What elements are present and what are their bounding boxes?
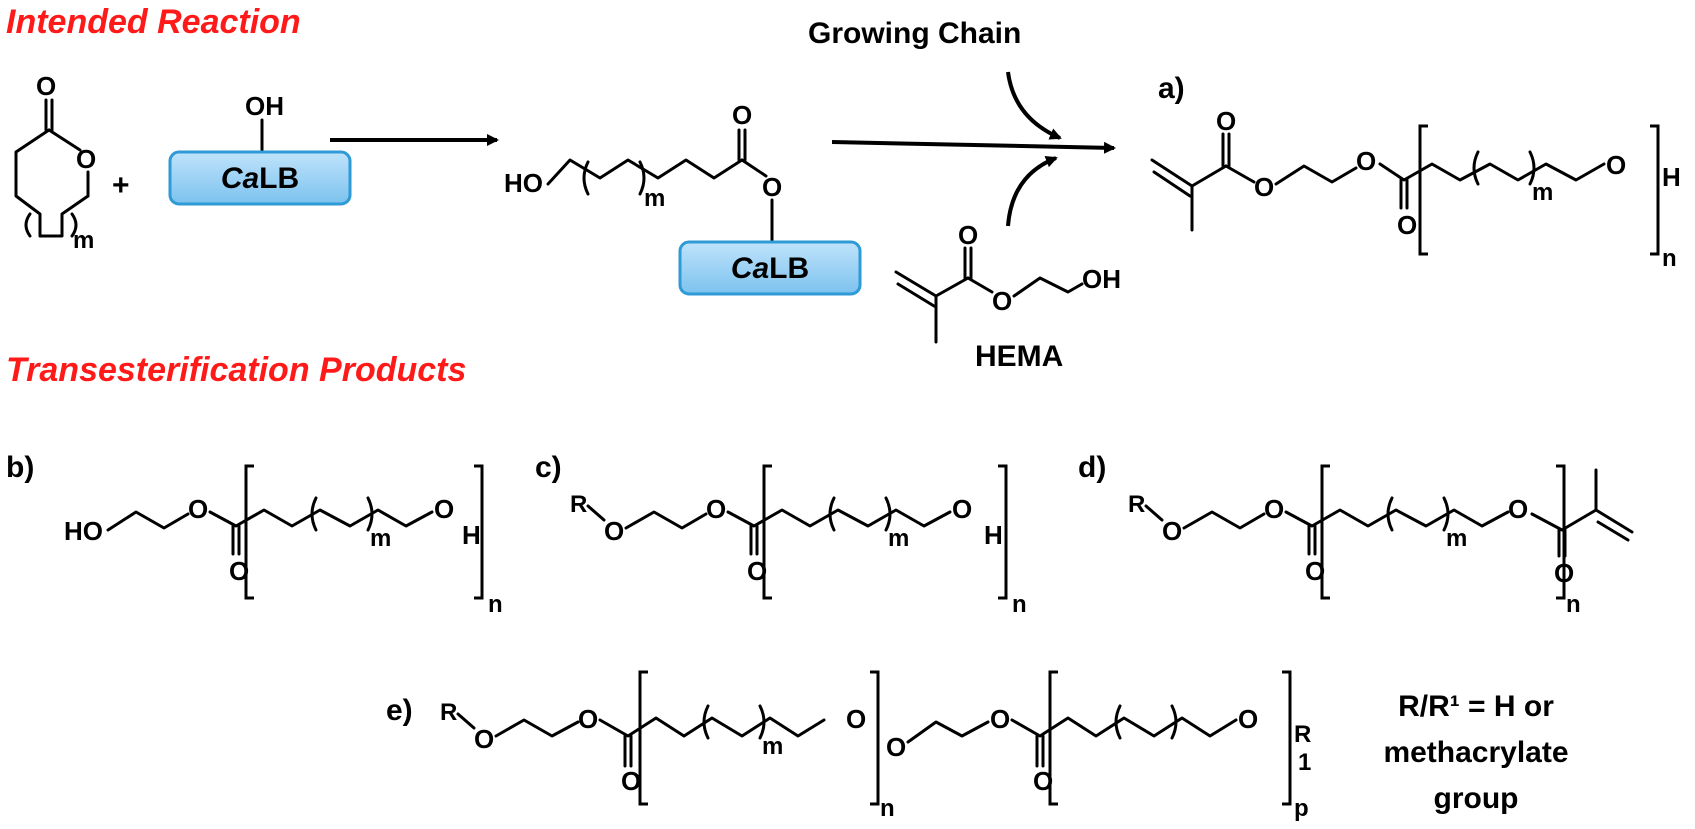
repeat-m: m	[1446, 525, 1467, 552]
terminal-oxygen: O	[952, 494, 972, 524]
r-group-legend: R/R¹ = H or methacrylate group	[1383, 690, 1568, 815]
reaction-arrow-2	[831, 140, 1116, 154]
label-c: c)	[535, 451, 562, 484]
r-group: R	[440, 699, 457, 726]
hema-molecule: O O OH HEMA	[894, 220, 1121, 373]
chain-carbonyl-oxygen: O	[1305, 556, 1325, 586]
product-e: R O O O m O n O O O O R 1 p	[440, 670, 1311, 822]
terminal-hydrogen: H	[984, 520, 1003, 550]
plus-sign: +	[112, 169, 130, 202]
intended-reaction-header: Intended Reaction	[6, 3, 301, 41]
ring-oxygen: O	[76, 144, 96, 174]
product-a: O O O O m O H n	[1150, 106, 1681, 272]
legend-line-1: R/R¹ = H or	[1398, 690, 1554, 723]
ether-oxygen: O	[604, 516, 624, 546]
calb-enzyme-1: OH CaLB	[168, 91, 352, 206]
enzyme-label: CaLB	[731, 252, 809, 285]
r-group: R	[570, 491, 587, 518]
bridge-oxygen: O	[846, 704, 866, 734]
r1-group: R	[1294, 721, 1311, 748]
enzyme-box	[678, 240, 862, 296]
terminal-hydrogen: H	[462, 520, 481, 550]
hema-arrow	[1006, 156, 1058, 227]
chain-carbonyl-oxygen: O	[621, 766, 641, 796]
terminal-oxygen: O	[1508, 494, 1528, 524]
repeat-n: n	[488, 591, 503, 618]
repeat-m: m	[762, 733, 783, 760]
r-group: R	[1128, 491, 1145, 518]
repeat-m: m	[644, 185, 665, 212]
product-b: HO O O m O H n	[64, 464, 503, 618]
chain-carbonyl-oxygen: O	[747, 556, 767, 586]
hema-ester-oxygen: O	[992, 286, 1012, 316]
chain-carbonyl-oxygen-2: O	[1033, 766, 1053, 796]
ether-oxygen-2: O	[886, 732, 906, 762]
ester-oxygen: O	[762, 172, 782, 202]
terminal-oxygen: O	[434, 494, 454, 524]
label-d: d)	[1078, 451, 1106, 484]
hydroxyl: HO	[64, 516, 103, 546]
repeat-m: m	[370, 525, 391, 552]
hema-label: HEMA	[975, 340, 1063, 373]
label-e: e)	[386, 694, 413, 727]
repeat-n: n	[880, 795, 895, 822]
chain-carbonyl-oxygen: O	[229, 556, 249, 586]
hema-carbonyl-oxygen: O	[958, 220, 978, 250]
legend-line-3: group	[1434, 782, 1519, 815]
repeat-n: n	[1012, 591, 1027, 618]
terminal-hydrogen: H	[1662, 162, 1681, 192]
label-a: a)	[1158, 72, 1185, 105]
ether-oxygen: O	[1162, 516, 1182, 546]
label-b: b)	[6, 451, 34, 484]
ester-oxygen: O	[706, 494, 726, 524]
ester-oxygen-3: O	[990, 704, 1010, 734]
acyl-enzyme-intermediate: HO m O O CaLB	[504, 100, 862, 296]
hema-hydroxyl: OH	[1082, 264, 1121, 294]
enzyme-hydroxyl: OH	[245, 91, 284, 121]
ester-oxygen: O	[1264, 494, 1284, 524]
repeat-m: m	[73, 227, 94, 254]
legend-line-2: methacrylate	[1383, 736, 1568, 769]
ester-oxygen: O	[1254, 172, 1274, 202]
enzyme-label: CaLB	[221, 162, 299, 195]
lactone-monomer: O O m	[14, 71, 96, 254]
product-c: R O O O m O H n	[570, 464, 1027, 618]
ether-oxygen: O	[474, 724, 494, 754]
repeat-n: n	[1662, 245, 1677, 272]
terminal-oxygen: O	[1606, 150, 1626, 180]
terminal-oxygen: O	[1238, 704, 1258, 734]
product-d: R O O O m O n O	[1128, 464, 1634, 618]
intermediate-hydroxyl: HO	[504, 168, 543, 198]
methacrylate-carbonyl-oxygen: O	[1216, 106, 1236, 136]
repeat-m: m	[1532, 179, 1553, 206]
r1-superscript: 1	[1298, 749, 1311, 776]
enzyme-box	[168, 150, 352, 206]
carbonyl-oxygen: O	[732, 100, 752, 130]
carbonyl-oxygen: O	[36, 71, 56, 101]
chain-carbonyl-oxygen: O	[1397, 210, 1417, 240]
ester-oxygen: O	[578, 704, 598, 734]
growing-chain-arrow	[1006, 71, 1062, 140]
end-carbonyl-oxygen: O	[1554, 558, 1574, 588]
growing-chain-label: Growing Chain	[808, 17, 1021, 50]
repeat-m: m	[888, 525, 909, 552]
transesterification-header: Transesterification Products	[6, 351, 466, 389]
ester-oxygen: O	[188, 494, 208, 524]
repeat-n: n	[1566, 591, 1581, 618]
ester-oxygen-2: O	[1356, 146, 1376, 176]
repeat-p: p	[1294, 795, 1309, 822]
